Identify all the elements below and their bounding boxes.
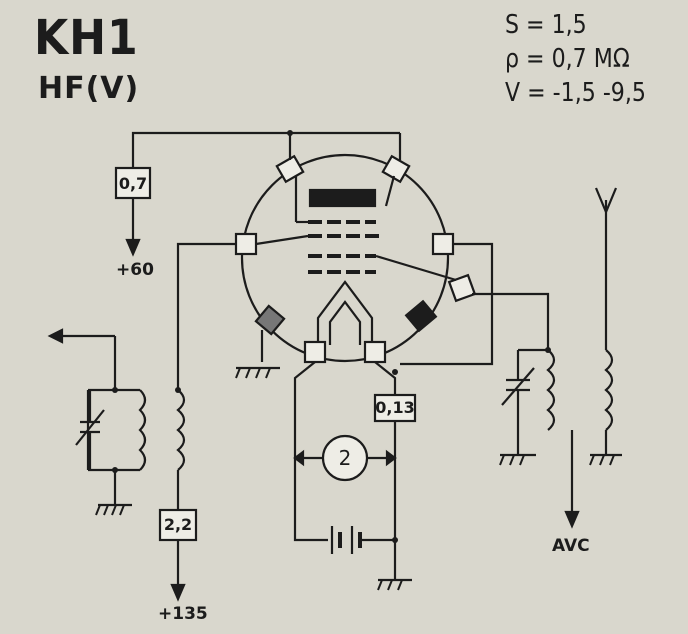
pin-top-left <box>275 154 305 184</box>
left-coil <box>138 389 147 471</box>
supply-anode-label: +135 <box>158 604 208 624</box>
heater-filament <box>316 280 374 345</box>
pin-bottom-right <box>363 340 387 364</box>
antenna <box>594 187 618 215</box>
resistor-anode <box>158 508 198 542</box>
param-s: S = 1,5 <box>505 10 587 40</box>
pin-hatched <box>254 304 286 336</box>
meter-label: 2 <box>338 446 352 470</box>
junction-dots <box>112 130 551 543</box>
resistor-screen-label: 0,7 <box>118 174 148 193</box>
pin-top-right <box>381 154 411 184</box>
tube-subtitle: HF(V) <box>38 71 140 106</box>
anode-coil <box>176 389 186 471</box>
pin-right-lower <box>447 273 477 303</box>
tube-envelope <box>240 153 450 363</box>
antenna-coil <box>604 349 614 431</box>
grid-coil <box>546 349 556 431</box>
resistor-cathode-label: 0,13 <box>375 398 415 417</box>
pin-right <box>431 232 455 256</box>
avc-label: AVC <box>552 536 590 556</box>
param-rho: ρ = 0,7 MΩ <box>505 44 630 74</box>
pin-bottom-left <box>303 340 327 364</box>
ground-hatching <box>95 367 615 591</box>
grid-lines <box>308 220 382 274</box>
tube-title: KH1 <box>34 10 139 66</box>
resistor-anode-label: 2,2 <box>163 515 193 534</box>
supply-screen-label: +60 <box>116 260 154 280</box>
pin-black <box>404 299 438 333</box>
pin-left <box>234 232 258 256</box>
anode-plate <box>308 188 377 208</box>
param-v: V = -1,5 -9,5 <box>505 78 646 108</box>
